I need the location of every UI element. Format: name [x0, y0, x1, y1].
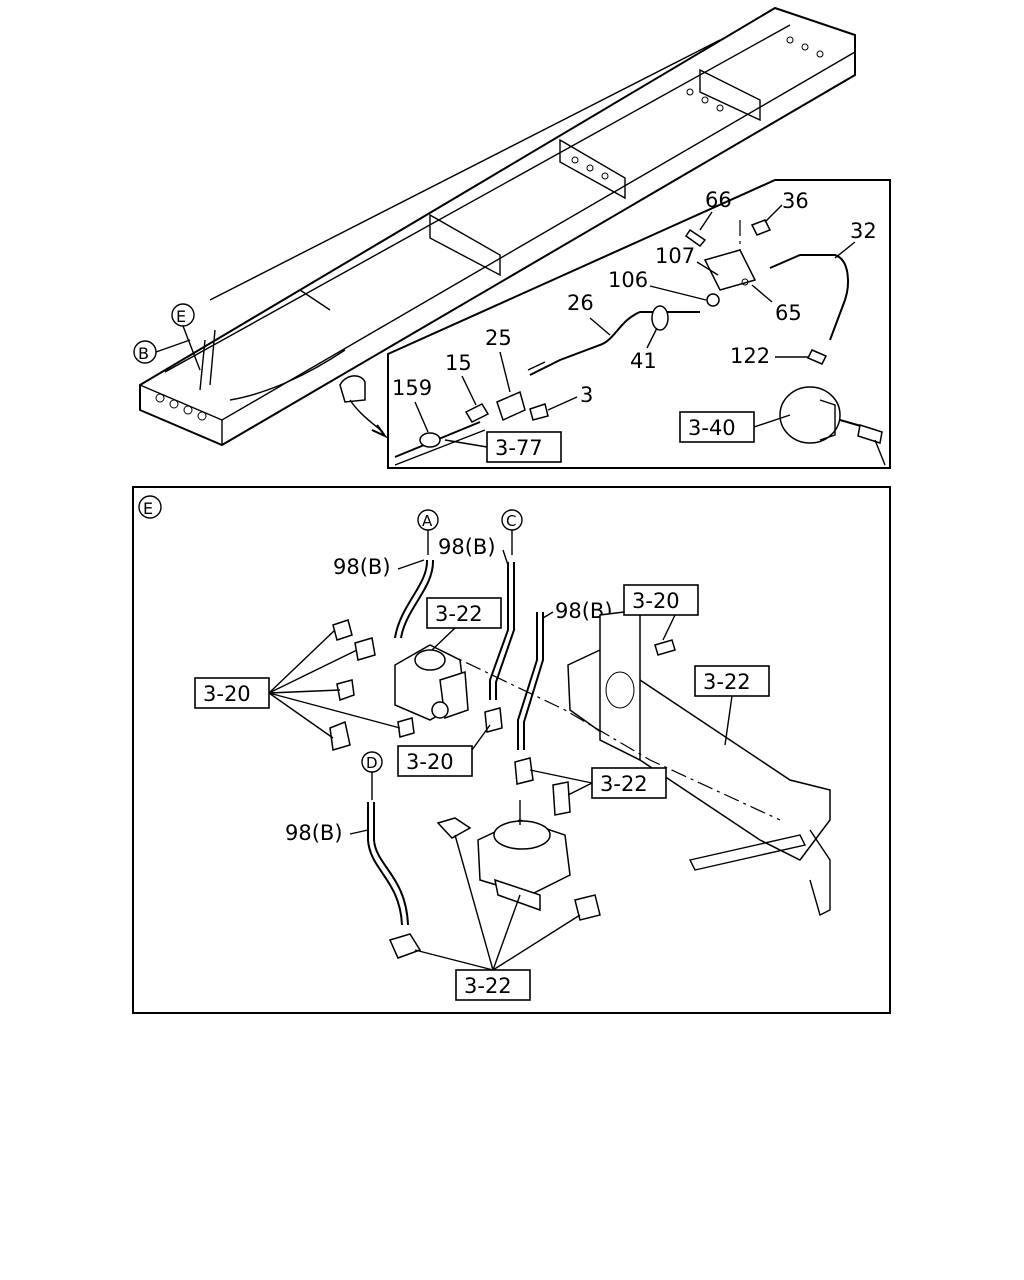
svg-text:3-22: 3-22: [435, 602, 483, 626]
marker-e-upper: E: [171, 303, 201, 371]
hose-label-1: 98(B): [333, 555, 391, 579]
svg-text:3-20: 3-20: [632, 589, 680, 613]
callout-122: 122: [730, 344, 770, 368]
marker-c: C: [501, 509, 523, 555]
ref-box-3-77: 3-77: [444, 431, 562, 463]
callout-107: 107: [655, 244, 695, 268]
svg-text:3-22: 3-22: [703, 670, 751, 694]
ref-box-3-22-mid: 3-22: [529, 767, 667, 799]
marker-b-upper: B: [133, 339, 191, 364]
ref-box-3-20-left: 3-20: [194, 629, 401, 739]
callout-3: 3: [580, 383, 593, 407]
detail-e-marker: E: [138, 495, 162, 519]
svg-text:3-20: 3-20: [203, 682, 251, 706]
ref-box-3-22-bottom: 3-22: [414, 834, 581, 1001]
ref-box-3-20-mid: 3-20: [397, 724, 491, 777]
detail-inset: [387, 179, 891, 469]
marker-a: A: [417, 509, 439, 555]
svg-text:B: B: [138, 344, 149, 363]
svg-text:C: C: [506, 512, 516, 530]
svg-text:3-20: 3-20: [406, 750, 454, 774]
callout-26: 26: [567, 291, 594, 315]
svg-text:D: D: [366, 754, 378, 772]
detail-e-frame: [132, 486, 891, 1014]
ref-box-3-20-top: 3-20: [623, 584, 699, 641]
callout-106: 106: [608, 268, 648, 292]
marker-d: D: [361, 751, 383, 800]
callout-41: 41: [630, 349, 657, 373]
hose-label-4: 98(B): [285, 821, 343, 845]
hose-label-2: 98(B): [438, 535, 496, 559]
callout-159: 159: [392, 376, 432, 400]
callout-65: 65: [775, 301, 802, 325]
ref-box-3-22-top: 3-22: [426, 597, 502, 651]
callout-15: 15: [445, 351, 472, 375]
mounting-bracket: [439, 609, 831, 917]
callout-66: 66: [705, 188, 732, 212]
relay-valve-upper: [394, 644, 469, 721]
inset-parts: [394, 219, 886, 466]
inset-callouts: 66 36 32 107 106 65 26 25 15 41 122 159 …: [392, 188, 877, 433]
ref-box-3-40: 3-40: [679, 411, 791, 443]
chassis-frame: [139, 6, 856, 447]
svg-text:3-77: 3-77: [495, 436, 543, 460]
hoses: [367, 559, 544, 926]
svg-text:A: A: [422, 512, 433, 530]
callout-36: 36: [782, 189, 809, 213]
callout-32: 32: [850, 219, 877, 243]
svg-text:3-22: 3-22: [600, 772, 648, 796]
ref-box-3-22-right: 3-22: [694, 665, 770, 746]
svg-text:E: E: [176, 307, 186, 326]
svg-text:3-22: 3-22: [464, 974, 512, 998]
callout-25: 25: [485, 326, 512, 350]
relay-valve-lower: [477, 800, 571, 912]
svg-text:E: E: [143, 499, 153, 518]
svg-text:3-40: 3-40: [688, 416, 736, 440]
